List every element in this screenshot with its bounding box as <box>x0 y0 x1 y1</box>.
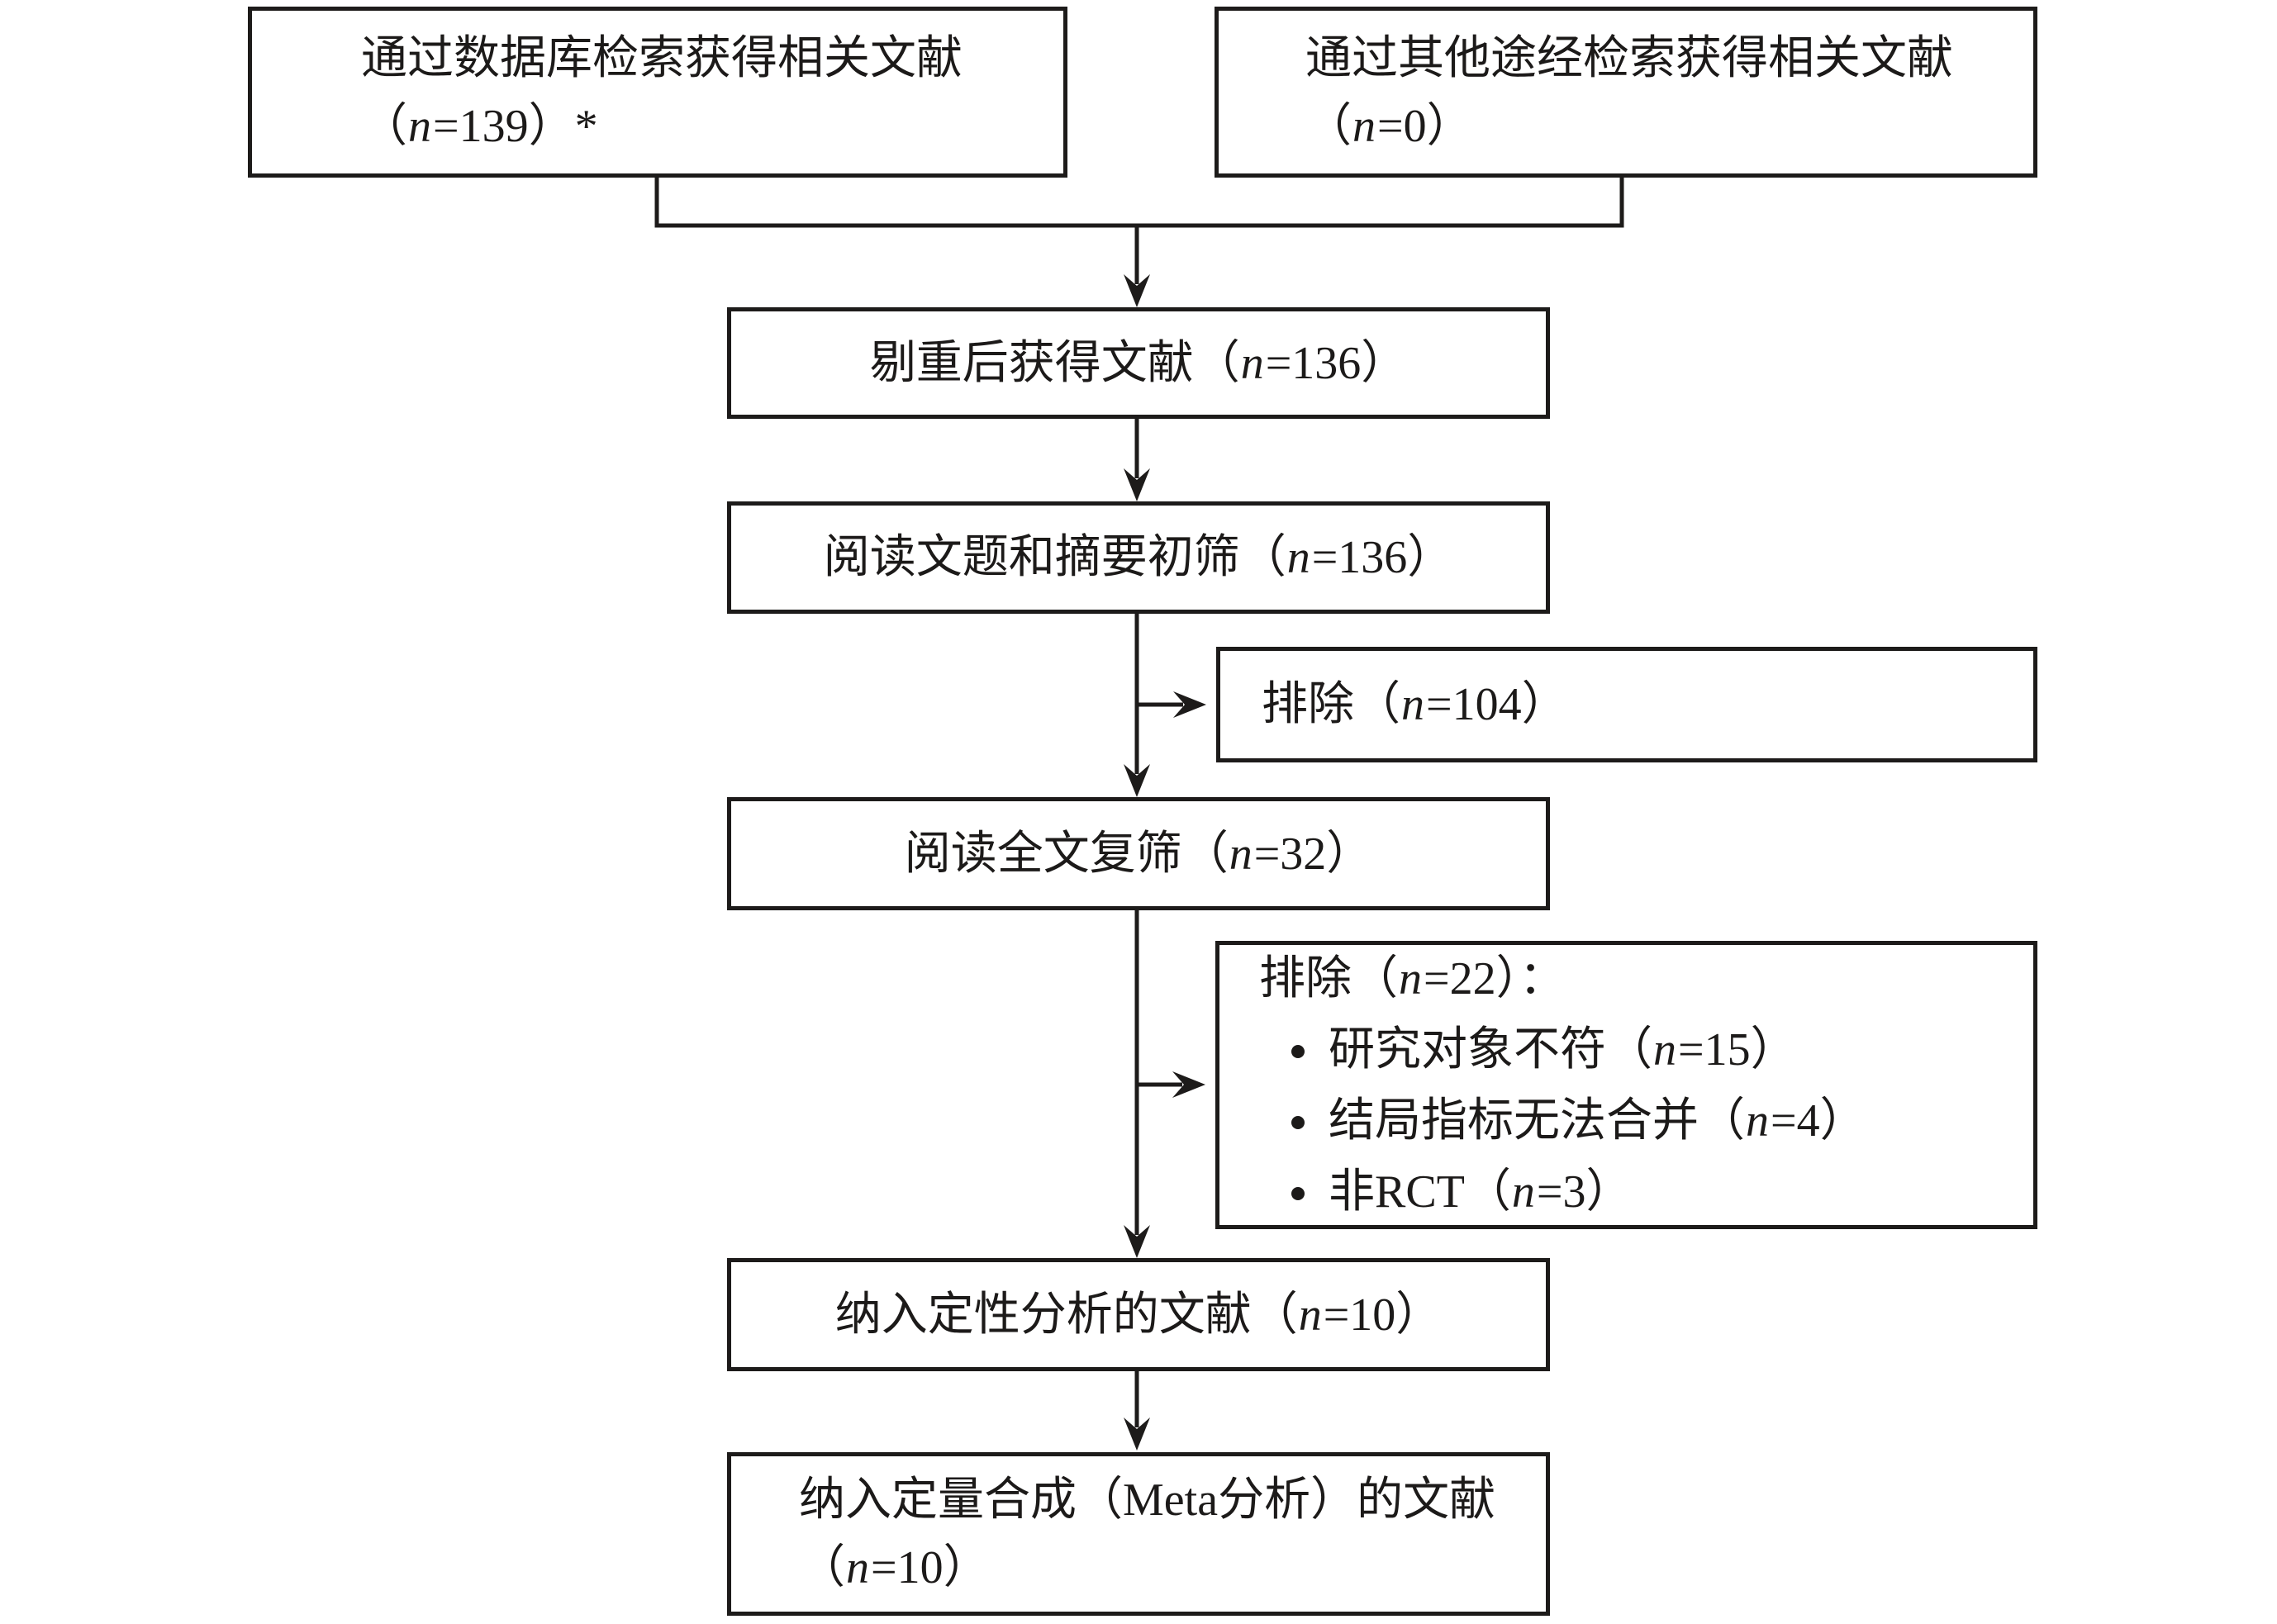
excluded-reason-item: 研究对象不符（n=15） <box>1324 1014 1866 1085</box>
excluded-reason-item: 非RCT（n=3） <box>1324 1156 1866 1227</box>
box-other-search: 通过其他途经检索获得相关文献 （n=0） <box>1215 7 2037 178</box>
box-quantitative-included-line2: （n=10） <box>799 1542 990 1593</box>
arrow-to-excluded-initial <box>1137 691 1206 718</box>
box-quantitative-included: 纳入定量合成（Meta分析）的文献 （n=10） <box>727 1452 1550 1616</box>
excluded-fulltext-reason-list: 研究对象不符（n=15） 结局指标无法合并（n=4） 非RCT（n=3） <box>1259 1014 1866 1227</box>
box-excluded-fulltext-title: 排除（n=22）： <box>1259 952 1566 1004</box>
box-dedup-text: 剔重后获得文献（n=136） <box>869 337 1408 389</box>
arrow-to-initial-screen <box>1124 419 1150 501</box>
box-other-search-line1: 通过其他途经检索获得相关文献 <box>1305 32 1953 84</box>
arrow-to-dedup <box>1124 226 1150 307</box>
box-database-search: 通过数据库检索获得相关文献 （n=139）* <box>248 7 1067 178</box>
arrow-to-fulltext-screen <box>1124 614 1150 797</box>
box-qualitative-included: 纳入定性分析的文献（n=10） <box>727 1258 1550 1371</box>
arrow-to-quantitative <box>1124 1371 1150 1451</box>
box-other-search-line2: （n=0） <box>1305 100 1473 152</box>
box-database-search-line1: 通过数据库检索获得相关文献 <box>361 32 963 84</box>
arrow-to-excluded-fulltext <box>1137 1071 1205 1098</box>
box-excluded-initial-text: 排除（n=104） <box>1262 679 1568 730</box>
box-qualitative-included-text: 纳入定性分析的文献（n=10） <box>834 1289 1443 1341</box>
box-database-search-line2: （n=139）* <box>361 100 598 152</box>
box-fulltext-screen: 阅读全文复筛（n=32） <box>727 797 1550 910</box>
box-quantitative-included-line1: 纳入定量合成（Meta分析）的文献 <box>799 1474 1496 1526</box>
box-dedup: 剔重后获得文献（n=136） <box>727 307 1550 419</box>
box-title-abstract-screen: 阅读文题和摘要初筛（n=136） <box>727 501 1550 614</box>
box-excluded-fulltext: 排除（n=22）： 研究对象不符（n=15） 结局指标无法合并（n=4） 非RC… <box>1215 941 2037 1229</box>
box-excluded-initial: 排除（n=104） <box>1216 647 2037 762</box>
arrow-to-qualitative <box>1124 909 1150 1258</box>
connector-merge <box>654 176 1624 228</box>
excluded-reason-item: 结局指标无法合并（n=4） <box>1324 1085 1866 1156</box>
box-fulltext-screen-text: 阅读全文复筛（n=32） <box>904 828 1373 880</box>
box-title-abstract-screen-text: 阅读文题和摘要初筛（n=136） <box>823 532 1454 583</box>
